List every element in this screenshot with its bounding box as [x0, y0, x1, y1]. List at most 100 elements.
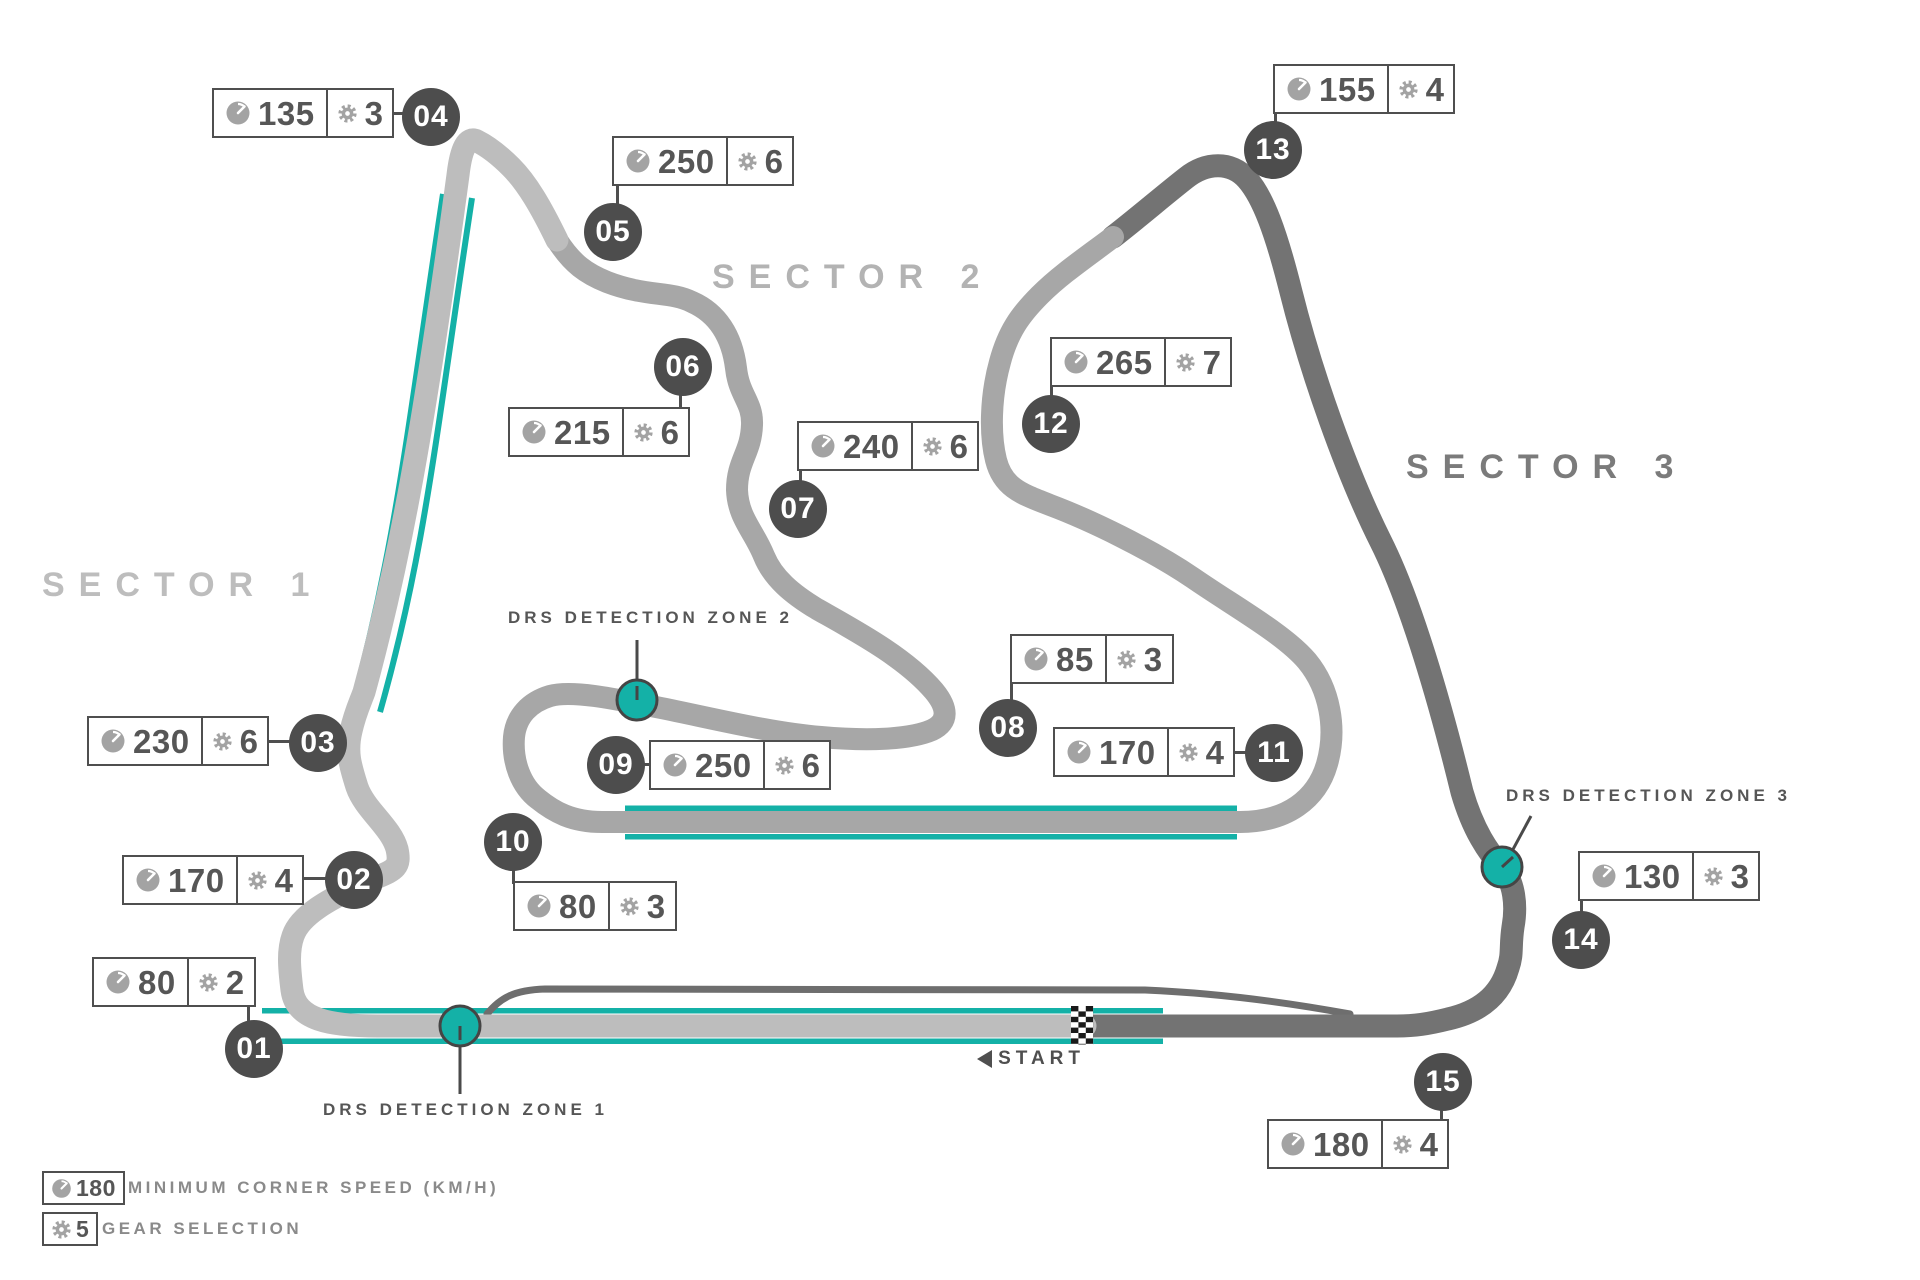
corner-07-badge: 07: [769, 480, 827, 538]
gear-icon: [1398, 79, 1419, 100]
corner-05-badge: 05: [584, 203, 642, 261]
gear-icon: [1178, 742, 1199, 763]
gear-icon: [1392, 1134, 1413, 1155]
corner-gear: 3: [646, 887, 666, 925]
gear-icon: [737, 151, 758, 172]
corner-gear: 6: [660, 413, 680, 451]
speedometer-icon: [225, 100, 251, 126]
connector-line: [616, 186, 619, 206]
corner-speed: 180: [1313, 1125, 1370, 1163]
corner-gear: 3: [364, 94, 384, 132]
corner-12-badge: 12: [1022, 395, 1080, 453]
gear-icon: [633, 422, 654, 443]
speedometer-icon: [521, 419, 547, 445]
drs-detection-point-3: [1480, 815, 1533, 889]
corner-speed: 250: [695, 746, 752, 784]
corner-speed: 170: [168, 861, 225, 899]
connector-line: [1440, 1108, 1443, 1122]
corner-13-info-box: 155 4: [1273, 64, 1456, 114]
speedometer-icon: [1066, 739, 1092, 765]
corner-15-info-box: 180 4: [1267, 1119, 1450, 1169]
corner-gear: 6: [949, 427, 969, 465]
connector-line: [799, 470, 802, 484]
legend-gear-value: 5: [76, 1215, 90, 1242]
corner-03-badge: 03: [289, 714, 347, 772]
speedometer-icon: [1023, 646, 1049, 672]
corner-06-badge: 06: [654, 338, 712, 396]
corner-gear: 4: [1205, 733, 1225, 771]
speedometer-icon: [810, 433, 836, 459]
corner-05-info-box: 250 6: [612, 136, 795, 186]
sector-2-label: SECTOR 2: [712, 258, 994, 296]
connector-line: [512, 868, 515, 884]
corner-gear: 2: [225, 963, 245, 1001]
corner-15-badge: 15: [1414, 1053, 1472, 1111]
corner-speed: 85: [1056, 640, 1094, 678]
connector-line: [266, 740, 292, 743]
corner-gear: 7: [1202, 343, 1222, 381]
connector-line: [679, 393, 682, 409]
corner-speed: 215: [554, 413, 611, 451]
legend-speed-value: 180: [76, 1174, 116, 1201]
corner-13-badge: 13: [1244, 121, 1302, 179]
speedometer-icon: [662, 752, 688, 778]
corner-14-info-box: 130 3: [1578, 851, 1761, 901]
speedometer-icon: [526, 893, 552, 919]
corner-speed: 230: [133, 722, 190, 760]
gear-icon: [198, 972, 219, 993]
drs-zone-1-label: DRS DETECTION ZONE 1: [323, 1100, 608, 1119]
corner-06-info-box: 215 6: [508, 407, 691, 457]
speedometer-icon: [625, 148, 651, 174]
speedometer-icon: [1591, 863, 1617, 889]
corner-08-info-box: 85 3: [1010, 634, 1174, 684]
gear-icon: [51, 1219, 72, 1240]
corner-14-badge: 14: [1552, 911, 1610, 969]
corner-gear: 4: [274, 861, 294, 899]
corner-speed: 250: [658, 142, 715, 180]
start-text: START: [998, 1048, 1085, 1069]
corner-gear: 4: [1419, 1125, 1439, 1163]
corner-gear: 4: [1425, 70, 1445, 108]
corner-01-badge: 01: [225, 1020, 283, 1078]
gear-icon: [1116, 649, 1137, 670]
corner-11-info-box: 170 4: [1053, 727, 1236, 777]
gear-icon: [1175, 352, 1196, 373]
drs-zone-3-label: DRS DETECTION ZONE 3: [1506, 786, 1791, 805]
track-sector-3: [1073, 154, 1527, 1038]
connector-line: [1050, 387, 1053, 398]
drs-detection-point-1: [438, 1004, 482, 1094]
connector-line: [1010, 684, 1013, 702]
corner-04-info-box: 135 3: [212, 88, 395, 138]
speedometer-icon: [135, 867, 161, 893]
corner-speed: 240: [843, 427, 900, 465]
connector-line: [643, 763, 652, 766]
sector-1-label: SECTOR 1: [42, 566, 324, 604]
connector-line: [386, 112, 405, 115]
speedometer-icon: [1063, 349, 1089, 375]
track-sector-2: [502, 226, 1343, 833]
corner-03-info-box: 230 6: [87, 716, 270, 766]
pit-lane-path: [483, 985, 1354, 1018]
drs-zone-2-label: DRS DETECTION ZONE 2: [508, 608, 793, 627]
corner-11-badge: 11: [1245, 724, 1303, 782]
corner-speed: 80: [138, 963, 176, 1001]
connector-line: [1274, 112, 1277, 124]
connector-line: [1580, 901, 1583, 914]
corner-10-info-box: 80 3: [513, 881, 677, 931]
connector-line: [1231, 751, 1248, 754]
gear-icon: [774, 755, 795, 776]
corner-gear: 6: [239, 722, 259, 760]
corner-01-info-box: 80 2: [92, 957, 256, 1007]
start-label: START: [940, 1048, 1085, 1070]
corner-04-badge: 04: [402, 88, 460, 146]
start-finish-line: [1071, 1006, 1094, 1045]
corner-02-badge: 02: [325, 851, 383, 909]
gear-icon: [619, 896, 640, 917]
gear-icon: [212, 731, 233, 752]
corner-speed: 265: [1096, 343, 1153, 381]
corner-gear: 3: [1143, 640, 1163, 678]
speedometer-icon: [105, 969, 131, 995]
corner-10-badge: 10: [484, 813, 542, 871]
